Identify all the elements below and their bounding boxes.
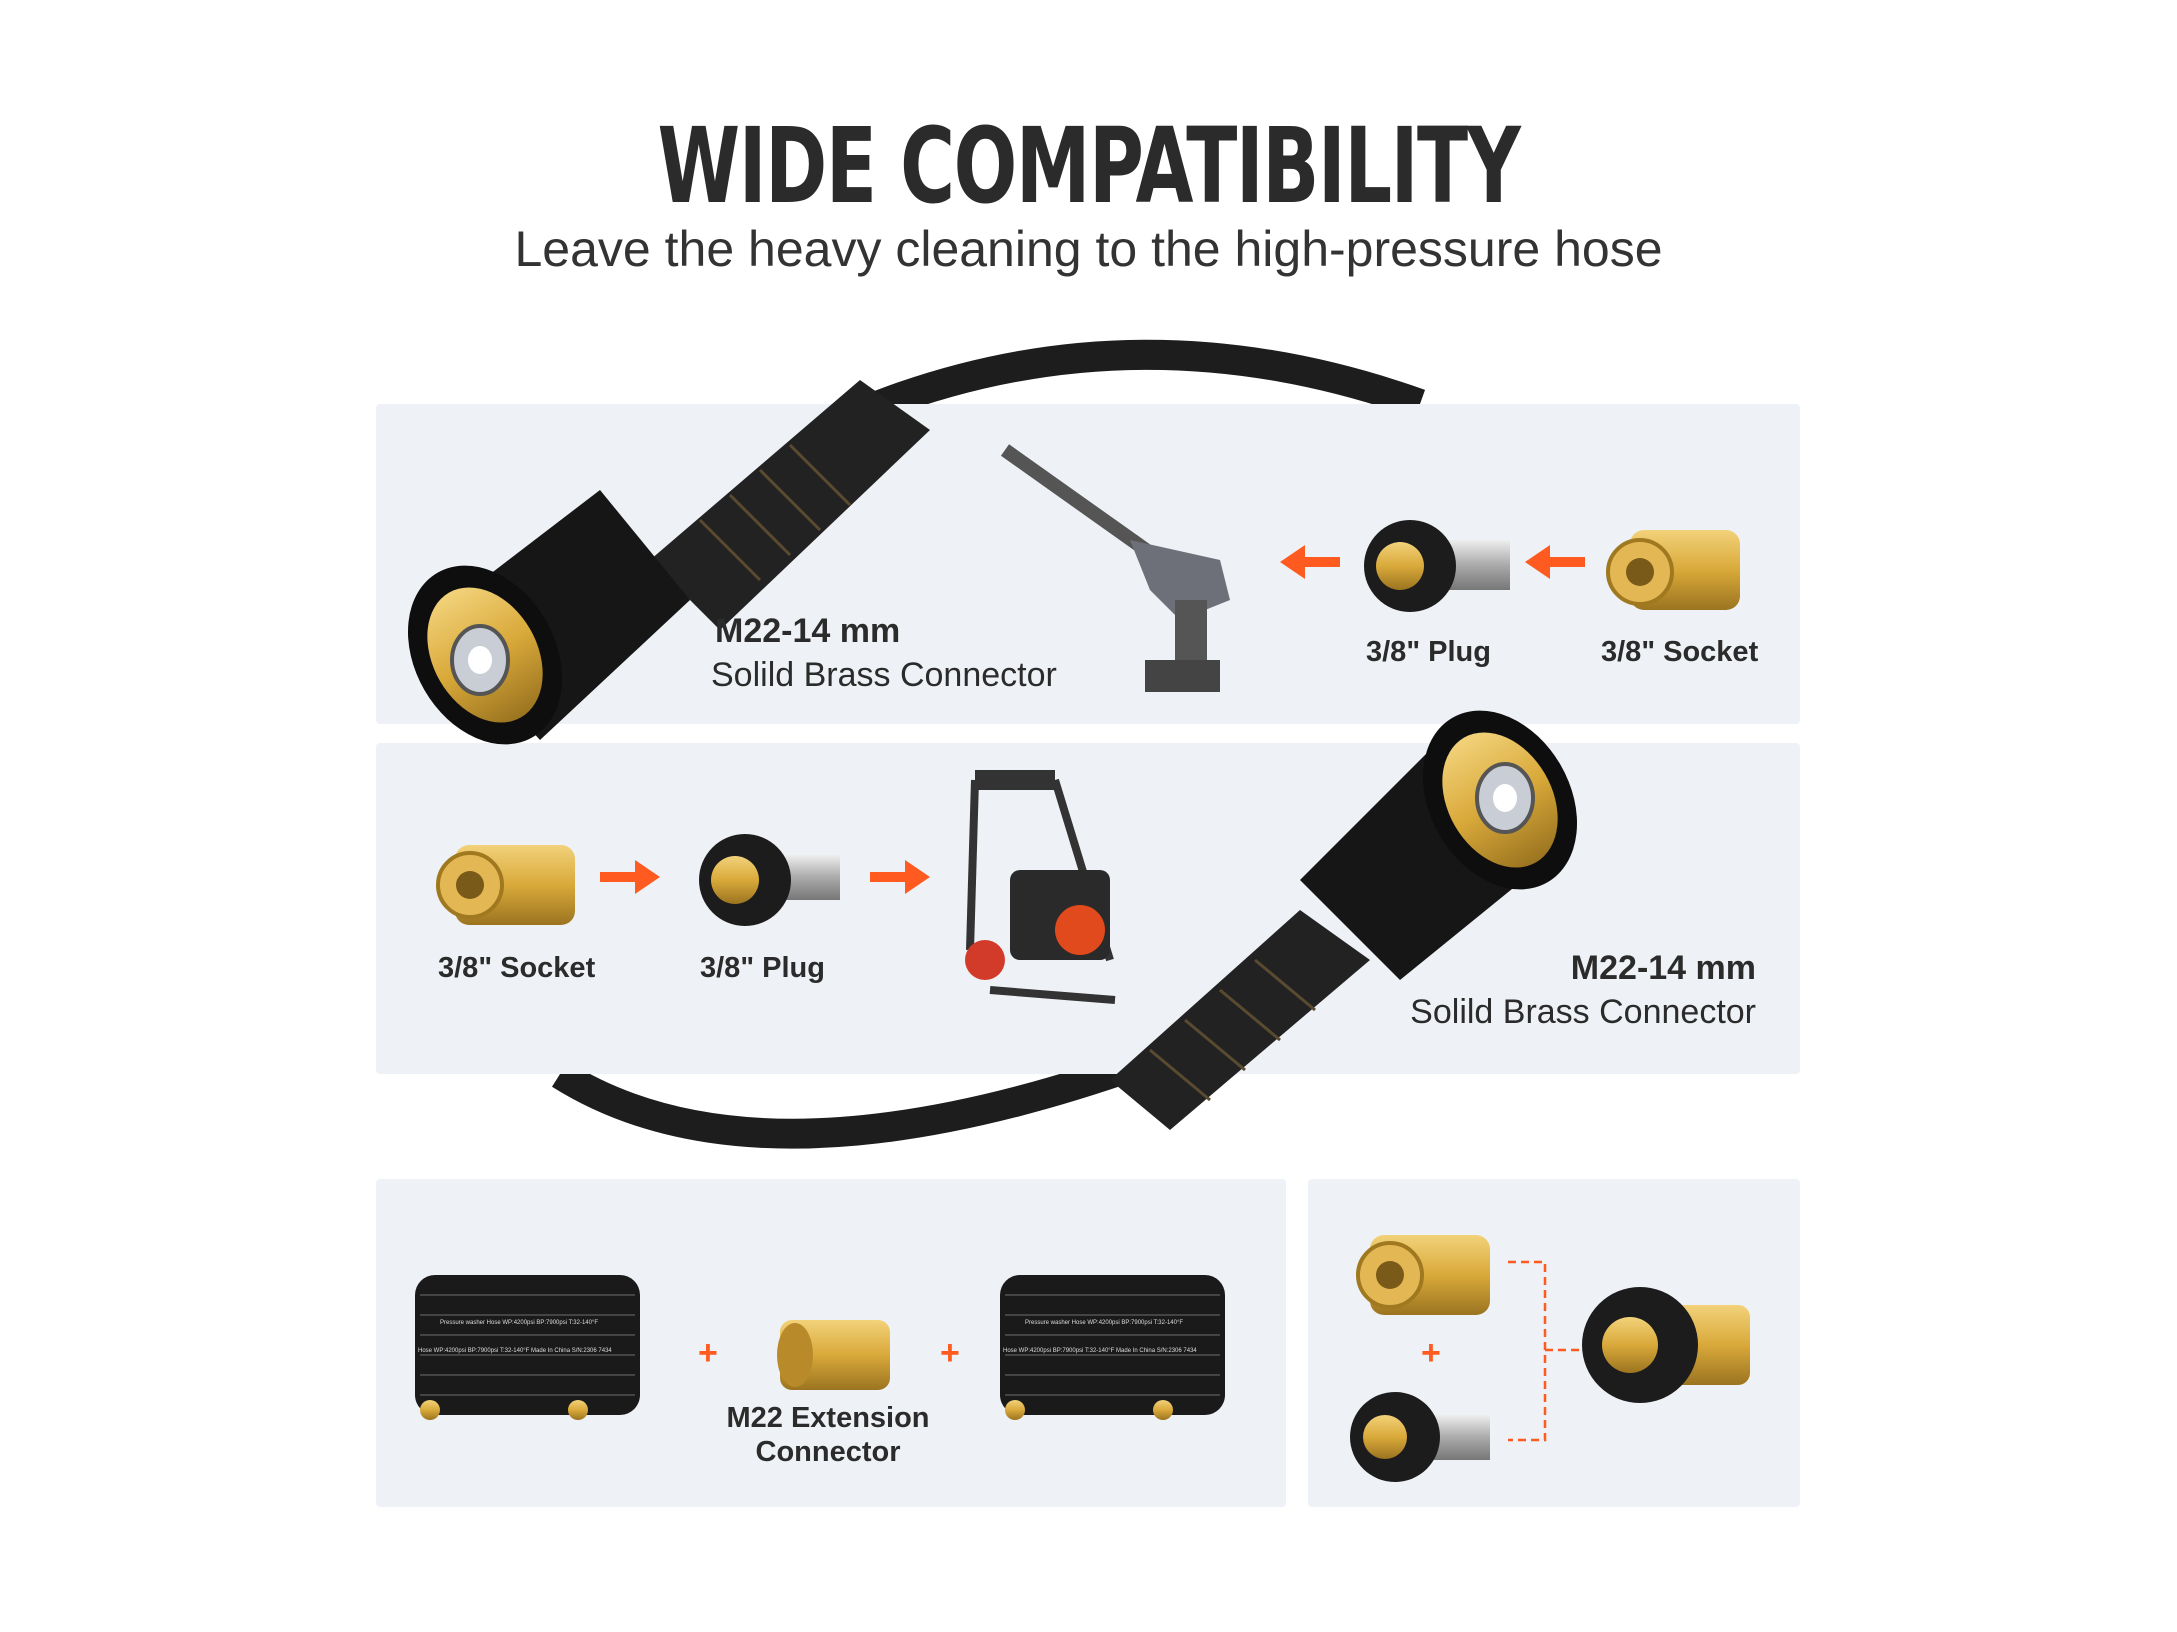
connector-size-top: M22-14 mm: [715, 612, 901, 650]
socket-label-middle: 3/8" Socket: [438, 952, 596, 984]
page-title: WIDE COMPATIBILITY: [657, 105, 1521, 227]
extension-label-line1: M22 Extension: [726, 1402, 930, 1434]
plug-label-top: 3/8" Plug: [1366, 636, 1491, 668]
page-subtitle: Leave the heavy cleaning to the high-pre…: [514, 221, 1663, 277]
hose-end-middle-icon: [1110, 710, 1578, 1130]
plug-label-middle: 3/8" Plug: [700, 952, 825, 984]
combo-bracket: [1508, 1260, 1580, 1442]
socket-combo-icon: [1356, 1235, 1490, 1315]
coiled-hose-right-icon: [1000, 1275, 1225, 1420]
socket-middle-icon: [436, 845, 575, 925]
socket-top-icon: [1606, 530, 1740, 610]
hose-print-left-2: Hose WP:4200psi BP:7900psi T:32-140°F Ma…: [418, 1348, 612, 1354]
plus-sign: +: [698, 1334, 718, 1372]
plus-sign: +: [940, 1334, 960, 1372]
coiled-hose-left-icon: [415, 1275, 640, 1420]
connector-desc-middle: Solild Brass Connector: [1410, 993, 1756, 1031]
plug-top-icon: [1364, 520, 1510, 612]
arrow-icons: [600, 545, 1585, 894]
socket-label-top: 3/8" Socket: [1601, 636, 1759, 668]
extension-label-line2: Connector: [755, 1436, 901, 1468]
extension-connector-icon: [777, 1320, 890, 1390]
plus-sign: +: [1421, 1334, 1441, 1372]
plug-combo-icon: [1350, 1392, 1490, 1482]
hose-print-right-1: Pressure washer Hose WP:4200psi BP:7900p…: [1025, 1320, 1184, 1326]
spray-gun-icon: [1000, 444, 1230, 692]
hose-print-left-1: Pressure washer Hose WP:4200psi BP:7900p…: [440, 1320, 599, 1326]
hose-end-top-icon: [407, 380, 930, 745]
pressure-washer-icon: [965, 770, 1116, 1004]
plug-middle-icon: [699, 834, 840, 926]
connector-size-middle: M22-14 mm: [1570, 949, 1756, 987]
assembled-adapter-icon: [1582, 1287, 1750, 1403]
hose-print-right-2: Hose WP:4200psi BP:7900psi T:32-140°F Ma…: [1003, 1348, 1197, 1354]
connector-desc-top: Solild Brass Connector: [711, 656, 1057, 694]
